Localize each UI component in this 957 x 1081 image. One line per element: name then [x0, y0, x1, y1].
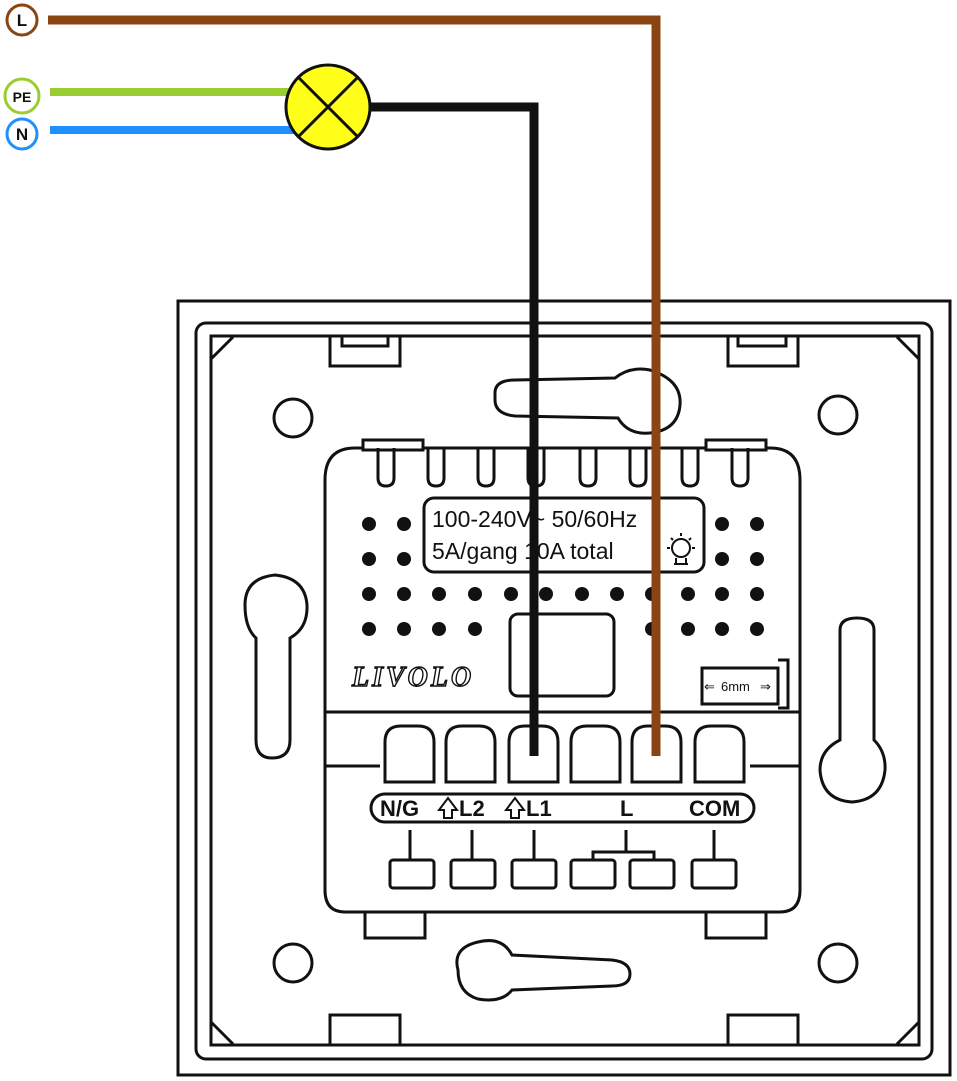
mounting-slot-top [493, 367, 682, 435]
arrow-up-icon [504, 796, 526, 819]
neutral-badge: N [5, 117, 39, 151]
screw-hole [817, 394, 859, 436]
right-arrow-icon: ⇒ [760, 679, 771, 694]
lamp [284, 63, 372, 151]
clip-tab [328, 1013, 402, 1047]
vent-dots [362, 517, 764, 636]
lamp-icon [667, 533, 695, 565]
center-window [508, 612, 616, 698]
terminal-label-ng: N/G [380, 796, 419, 821]
frame-border [194, 321, 934, 1061]
strip-length-box [700, 666, 780, 706]
terminal-label-com: COM [689, 796, 740, 821]
terminal-label-bar [369, 792, 756, 824]
earth-badge: PE [3, 77, 41, 115]
live-badge: L [5, 3, 39, 37]
live-wire [48, 15, 661, 756]
clip-tab [726, 1013, 800, 1047]
arrow-up-icon [437, 796, 459, 819]
wires [48, 15, 661, 756]
left-arrow-icon: ⇐ [704, 679, 715, 694]
switch-back-panel [176, 299, 952, 1077]
brand-logo: LIVOLO [351, 662, 474, 693]
connector-pins [388, 830, 738, 890]
terminal-port [444, 724, 497, 784]
terminal-port [693, 724, 746, 784]
screw-hole [272, 397, 314, 439]
mounting-slot-right [818, 616, 887, 804]
switched-live-wire [365, 102, 539, 756]
earth-label: PE [13, 89, 32, 105]
rating-current: 5A/gang 10A total [432, 538, 614, 564]
live-label: L [17, 11, 27, 30]
screw-hole [817, 942, 859, 984]
screw-hole [272, 942, 314, 984]
mounting-slot-left [243, 573, 309, 760]
mounting-slot-bottom [455, 939, 632, 1002]
terminal-label-l1: L1 [526, 796, 552, 821]
terminal-label-l2: L2 [459, 796, 485, 821]
neutral-label: N [16, 125, 28, 144]
terminal-port [569, 724, 622, 784]
strip-length-indicator: ⇐ 6mm ⇒ [704, 679, 771, 694]
module-teeth [376, 448, 750, 488]
inner-plate [209, 334, 921, 1047]
rating-label-box [422, 496, 706, 574]
terminal-label-l: L [620, 796, 633, 821]
strip-length-text: 6mm [721, 679, 750, 694]
terminal-port [383, 724, 436, 784]
